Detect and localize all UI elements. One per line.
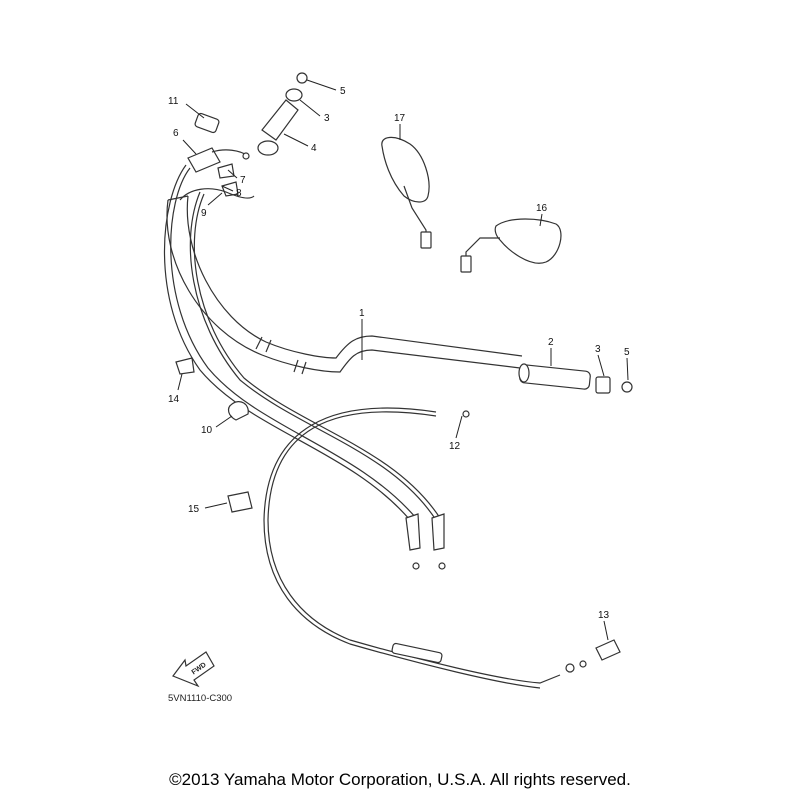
callout-15: 15 xyxy=(188,504,200,515)
mirror-right xyxy=(460,218,562,273)
callout-3: 3 xyxy=(595,344,601,355)
callouts: 5 3 4 11 6 7 8 9 17 16 1 2 3 5 14 10 12 … xyxy=(168,86,630,621)
handlebar xyxy=(166,195,523,375)
callout-3: 3 xyxy=(324,113,330,124)
switch-housing xyxy=(179,112,255,201)
callout-4: 4 xyxy=(311,143,317,154)
copyright-notice: ©2013 Yamaha Motor Corporation, U.S.A. A… xyxy=(169,770,631,789)
callout-6: 6 xyxy=(173,128,179,139)
grip-right xyxy=(518,363,633,394)
callout-5: 5 xyxy=(340,86,346,97)
cables xyxy=(163,164,621,689)
leader-lines xyxy=(177,79,629,641)
callout-12: 12 xyxy=(449,441,461,452)
callout-1: 1 xyxy=(359,308,365,319)
callout-16: 16 xyxy=(536,203,548,214)
callout-8: 8 xyxy=(236,188,242,199)
callout-13: 13 xyxy=(598,610,610,621)
callout-17: 17 xyxy=(394,113,406,124)
fwd-arrow: FWD xyxy=(172,651,215,688)
callout-11: 11 xyxy=(168,96,179,107)
callout-9: 9 xyxy=(201,208,207,219)
diagram-code: 5VN1110-C300 xyxy=(168,693,233,704)
callout-5: 5 xyxy=(624,347,630,358)
throttle-grip xyxy=(257,72,308,156)
callout-14: 14 xyxy=(168,394,180,405)
callout-10: 10 xyxy=(201,425,213,436)
callout-7: 7 xyxy=(240,175,246,186)
clamps xyxy=(175,357,253,513)
callout-2: 2 xyxy=(548,337,554,348)
mirror-left xyxy=(381,136,432,249)
